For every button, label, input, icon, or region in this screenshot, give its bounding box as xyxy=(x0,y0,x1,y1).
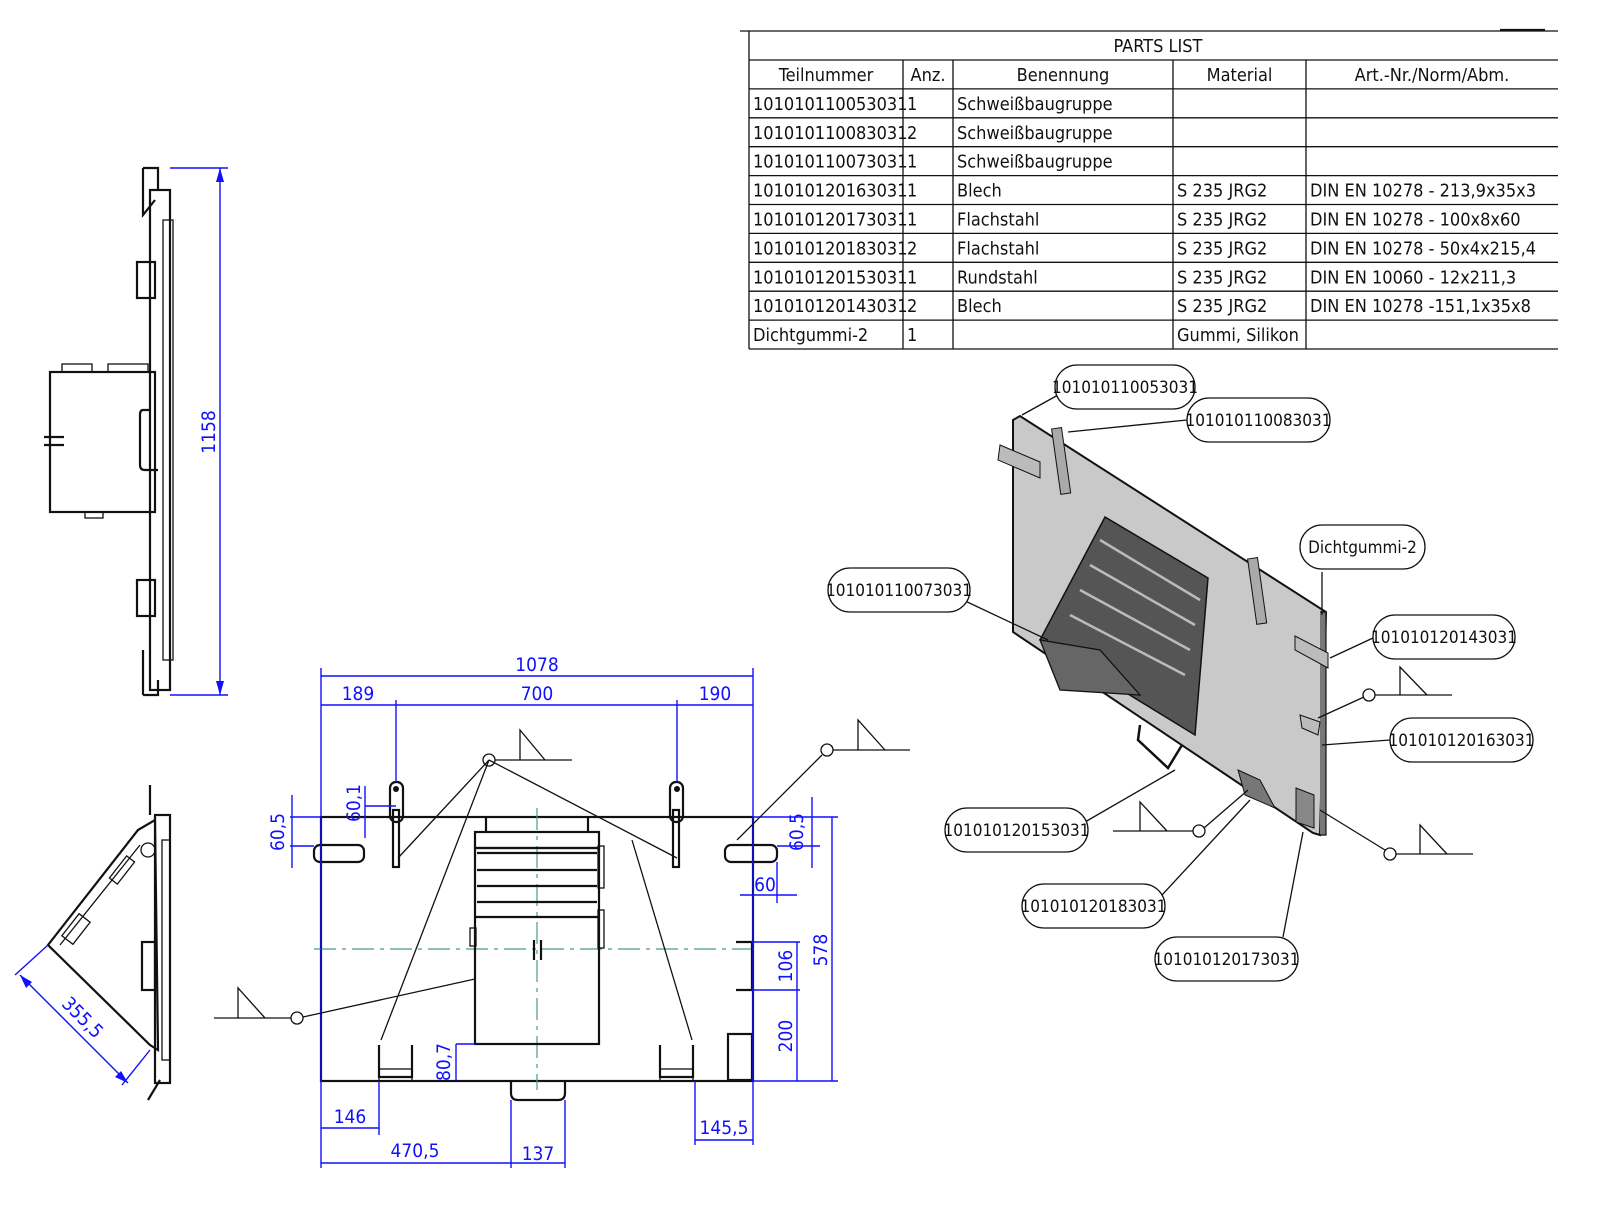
column-header: Teilnummer xyxy=(778,65,874,86)
table-grid xyxy=(748,31,1558,350)
hinge-right xyxy=(668,780,685,869)
callout-label: 101010120143031 xyxy=(1371,628,1517,648)
table-cell: 101010120183031 xyxy=(753,238,908,259)
table-cell: DIN EN 10278 -151,1x35x8 xyxy=(1310,296,1531,317)
front-view: 1078 189 700 190 60,5 60,1 60,5 60 578 1… xyxy=(214,654,910,1168)
callout-balloon: 101010110073031 xyxy=(826,567,972,613)
table-cell: 1 xyxy=(907,267,917,288)
table-cell: 2 xyxy=(907,296,917,317)
table-cell: DIN EN 10278 - 213,9x35x3 xyxy=(1310,181,1536,202)
table-cell: Rundstahl xyxy=(957,267,1038,288)
table-cell: Gummi, Silikon xyxy=(1177,325,1299,346)
dim-200: 200 xyxy=(775,1020,797,1053)
callout-balloon: 101010120183031 xyxy=(1021,883,1167,929)
callout-label: 101010110073031 xyxy=(826,581,972,601)
dim-189: 189 xyxy=(342,683,375,705)
callout-balloon: Dichtgummi-2 xyxy=(1299,524,1426,570)
table-cell: 2 xyxy=(907,123,917,144)
dim-145-5: 145,5 xyxy=(700,1117,749,1139)
column-header: Art.-Nr./Norm/Abm. xyxy=(1355,65,1510,86)
callout-balloon: 101010120143031 xyxy=(1371,614,1517,660)
column-header: Anz. xyxy=(911,65,946,86)
table-cell: S 235 JRG2 xyxy=(1177,238,1267,259)
callout-label: 101010110083031 xyxy=(1186,411,1332,431)
table-cell: 101010110053031 xyxy=(753,94,908,115)
table-cell: Flachstahl xyxy=(957,210,1039,231)
table-cell: 1 xyxy=(907,94,917,115)
dim-80-7: 80,7 xyxy=(433,1043,455,1081)
table-cell: S 235 JRG2 xyxy=(1177,210,1267,231)
table-cell: 1 xyxy=(907,152,917,173)
table-cell: Schweißbaugruppe xyxy=(957,152,1113,173)
callout-balloon: 101010120163031 xyxy=(1389,717,1535,763)
angled-side-view: 355,5 xyxy=(14,785,172,1101)
table-cell: 1 xyxy=(907,325,917,346)
dim-190: 190 xyxy=(699,683,732,705)
callout-balloon: 101010120173031 xyxy=(1154,936,1300,982)
box-assembly xyxy=(1039,515,1209,737)
table-cell: Dichtgummi-2 xyxy=(753,325,868,346)
table-cell: Flachstahl xyxy=(957,238,1039,259)
table-cell: 1 xyxy=(907,210,917,231)
dim-60-1: 60,1 xyxy=(343,784,365,822)
dim-1078: 1078 xyxy=(515,654,559,676)
column-header: Benennung xyxy=(1017,65,1110,86)
dim-470-5: 470,5 xyxy=(391,1140,440,1162)
table-cell: 101010120173031 xyxy=(753,210,908,231)
parts-list-table: PARTS LIST Teilnummer Anz. Benennung Materi… xyxy=(740,28,1558,350)
column-header: Material xyxy=(1207,65,1273,86)
weld-symbol-top xyxy=(380,728,693,1041)
table-cell: S 235 JRG2 xyxy=(1177,181,1267,202)
weld-symbol-right xyxy=(736,718,910,841)
dim-60-5-left: 60,5 xyxy=(267,813,289,851)
callout-label: 101010120183031 xyxy=(1021,897,1167,917)
callout-balloon: 101010120153031 xyxy=(944,807,1090,853)
table-cell: 1 xyxy=(907,181,917,202)
table-cell: Blech xyxy=(957,296,1002,317)
table-cell: 101010110083031 xyxy=(753,123,908,144)
parts-list-title: PARTS LIST xyxy=(1114,36,1203,57)
table-cell: 101010120143031 xyxy=(753,296,908,317)
callout-balloon: 101010110053031 xyxy=(1052,364,1198,410)
table-cell: Schweißbaugruppe xyxy=(957,94,1113,115)
dim-106: 106 xyxy=(775,950,797,983)
dim-146: 146 xyxy=(334,1106,367,1128)
dim-60: 60 xyxy=(754,874,776,896)
table-cell: 101010120163031 xyxy=(753,181,908,202)
dim-1158: 1158 xyxy=(198,410,220,454)
hinge-left xyxy=(388,780,405,869)
callout-label: 101010120173031 xyxy=(1154,950,1300,970)
dim-578: 578 xyxy=(810,934,832,967)
dim-700: 700 xyxy=(521,683,554,705)
isometric-view: 101010110053031 101010110083031Dichtgummi… xyxy=(826,364,1535,982)
table-cell: 2 xyxy=(907,238,917,259)
table-cell: DIN EN 10278 - 50x4x215,4 xyxy=(1310,238,1536,259)
weld-symbol-left xyxy=(214,978,476,1025)
table-cell: DIN EN 10060 - 12x211,3 xyxy=(1310,267,1516,288)
callout-label: 101010120163031 xyxy=(1389,731,1535,751)
callout-balloon: 101010110083031 xyxy=(1186,397,1332,443)
table-cell: 101010120153031 xyxy=(753,267,908,288)
table-cell: DIN EN 10278 - 100x8x60 xyxy=(1310,210,1521,231)
dim-355-5: 355,5 xyxy=(57,993,107,1043)
table-cell: S 235 JRG2 xyxy=(1177,267,1267,288)
callout-label: 101010110053031 xyxy=(1052,378,1198,398)
table-cell: Blech xyxy=(957,181,1002,202)
table-cell: S 235 JRG2 xyxy=(1177,296,1267,317)
dim-60-5-right: 60,5 xyxy=(786,813,808,851)
dim-137: 137 xyxy=(522,1143,555,1165)
table-cell: 101010110073031 xyxy=(753,152,908,173)
side-view: 1158 xyxy=(44,166,228,697)
table-cells: Teilnummer Anz. Benennung Material Art.-Nr./… xyxy=(753,65,1536,346)
table-cell: Schweißbaugruppe xyxy=(957,123,1113,144)
callout-label: 101010120153031 xyxy=(944,821,1090,841)
callout-balloons: 101010110053031 101010110083031Dichtgummi… xyxy=(826,364,1535,982)
callout-label: Dichtgummi-2 xyxy=(1308,538,1417,558)
